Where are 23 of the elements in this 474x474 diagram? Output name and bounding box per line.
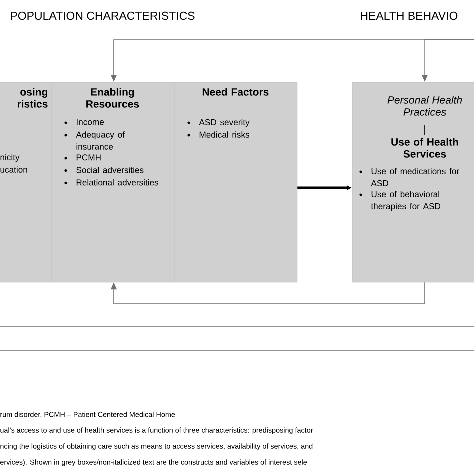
bullet-item: ucation	[0, 166, 28, 173]
section-heading: POPULATION CHARACTERISTICS	[11, 12, 195, 20]
box-heading: Need Factors	[202, 88, 269, 96]
section-heading: HEALTH BEHAVIO	[361, 12, 458, 20]
bullet-item: ASD severity	[188, 119, 250, 128]
factor-box	[174, 82, 298, 283]
bullet-item: Use of behavioral therapies for ASD	[360, 191, 441, 212]
bullet-item: Adequacy of insurance	[64, 132, 125, 150]
factor-box	[352, 82, 474, 283]
factor-box	[0, 82, 52, 283]
bullet-item: Medical risks	[188, 132, 250, 138]
box-heading: Personal Health Practices	[388, 96, 462, 116]
box-heading: Use of Health Services	[392, 138, 458, 158]
arrow	[110, 282, 426, 304]
box-heading: osing ristics	[18, 88, 48, 108]
bullet-item: Use of medications for ASD	[360, 168, 460, 187]
bullet-item: Income	[64, 119, 104, 126]
bullet-item: PCMH	[64, 154, 101, 161]
box-heading: Enabling Resources	[86, 88, 140, 108]
bullet-item: Relational adversities	[64, 179, 159, 186]
bullet-item: nicity	[0, 154, 20, 162]
separator: |	[424, 125, 426, 136]
bullet-item: Social adversities	[64, 167, 144, 174]
